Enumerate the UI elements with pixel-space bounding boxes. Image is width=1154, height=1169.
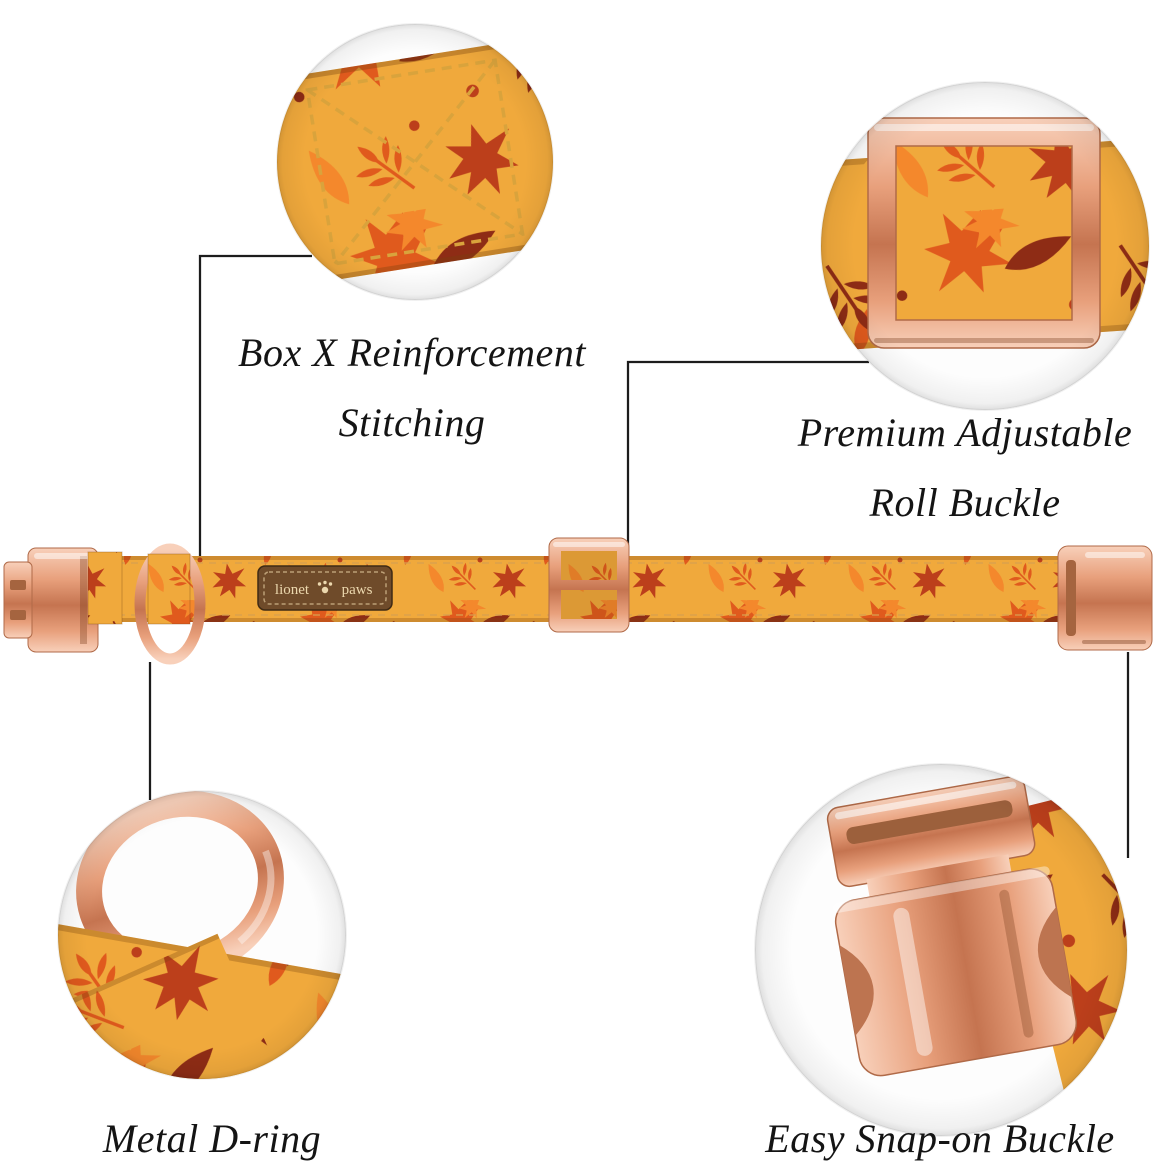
collar: lionet paws xyxy=(3,537,1153,665)
right-buckle xyxy=(1057,545,1153,651)
detail-circle-roll-buckle xyxy=(820,81,1150,411)
detail-circle-stitching xyxy=(276,23,554,301)
strap-fold xyxy=(87,551,123,625)
collar-slider xyxy=(548,537,630,633)
connector-lines xyxy=(148,254,1130,858)
detail-circle-d-ring xyxy=(57,790,347,1080)
brand-tag-text-right: paws xyxy=(342,582,373,598)
brand-tag-text-left: lionet xyxy=(275,582,310,598)
brand-tag: lionet paws xyxy=(257,565,393,611)
connector-stitching-line xyxy=(198,254,312,556)
collar-d-ring xyxy=(134,543,206,665)
left-buckle xyxy=(3,547,99,653)
connector-roll-buckle-line xyxy=(626,360,869,552)
d-ring-loop xyxy=(147,553,191,625)
detail-circle-snap-buckle xyxy=(754,763,1128,1137)
paw-icon xyxy=(317,580,333,594)
